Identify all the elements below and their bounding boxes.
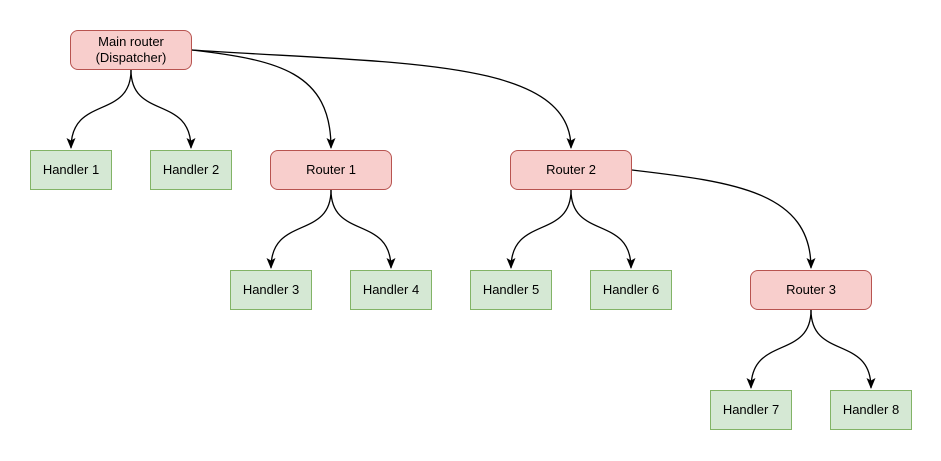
edge-main-handler1 xyxy=(66,69,132,149)
node-main-router: Main router (Dispatcher) xyxy=(70,30,192,70)
node-router-3: Router 3 xyxy=(750,270,872,310)
edge-main-handler2 xyxy=(130,69,196,149)
node-handler-7: Handler 7 xyxy=(710,390,792,430)
node-handler-3: Handler 3 xyxy=(230,270,312,310)
node-router-1: Router 1 xyxy=(270,150,392,190)
node-router-2: Router 2 xyxy=(510,150,632,190)
edge-router2-handler6 xyxy=(570,189,636,269)
edge-router3-handler8 xyxy=(810,309,876,389)
edge-router1-handler3 xyxy=(266,189,332,269)
edge-router3-handler7 xyxy=(746,309,812,389)
edge-main-router1 xyxy=(191,49,336,149)
edge-main-router2 xyxy=(191,49,576,149)
edge-router2-router3 xyxy=(631,169,816,269)
node-handler-8: Handler 8 xyxy=(830,390,912,430)
node-handler-5: Handler 5 xyxy=(470,270,552,310)
edge-router1-handler4 xyxy=(330,189,396,269)
node-handler-4: Handler 4 xyxy=(350,270,432,310)
edge-router2-handler5 xyxy=(506,189,572,269)
node-handler-6: Handler 6 xyxy=(590,270,672,310)
node-handler-1: Handler 1 xyxy=(30,150,112,190)
node-handler-2: Handler 2 xyxy=(150,150,232,190)
